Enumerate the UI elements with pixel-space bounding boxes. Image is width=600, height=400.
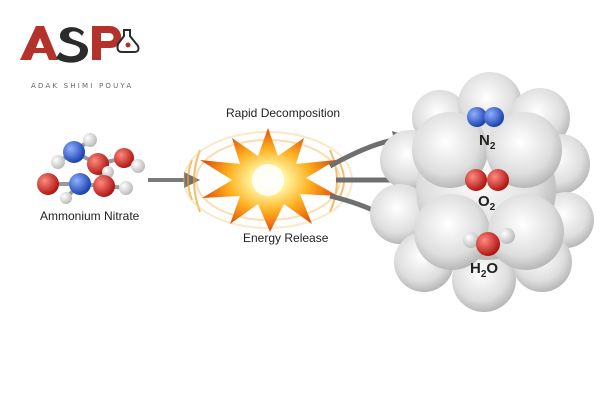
reactant-label: Ammonium Nitrate	[40, 209, 140, 223]
product-o2-label: O2	[478, 193, 496, 213]
input-arrow	[148, 172, 200, 188]
process-top-label: Rapid Decomposition	[226, 106, 341, 120]
logo-mark	[20, 26, 140, 63]
o2-molecule	[465, 169, 509, 191]
h2o-molecule	[463, 228, 515, 256]
explosion-burst	[183, 128, 353, 232]
n2-molecule	[467, 107, 504, 127]
ammonium-nitrate-molecule	[37, 133, 145, 204]
process-bottom-label: Energy Release	[243, 231, 329, 245]
product-n2-label: N2	[479, 132, 496, 152]
logo-tagline: ADAK SHIMI POUYA	[31, 82, 134, 90]
product-h2o-label: H2O	[470, 260, 499, 280]
brand-logo: ADAK SHIMI POUYA	[14, 14, 144, 90]
smoke-cloud	[370, 72, 594, 312]
